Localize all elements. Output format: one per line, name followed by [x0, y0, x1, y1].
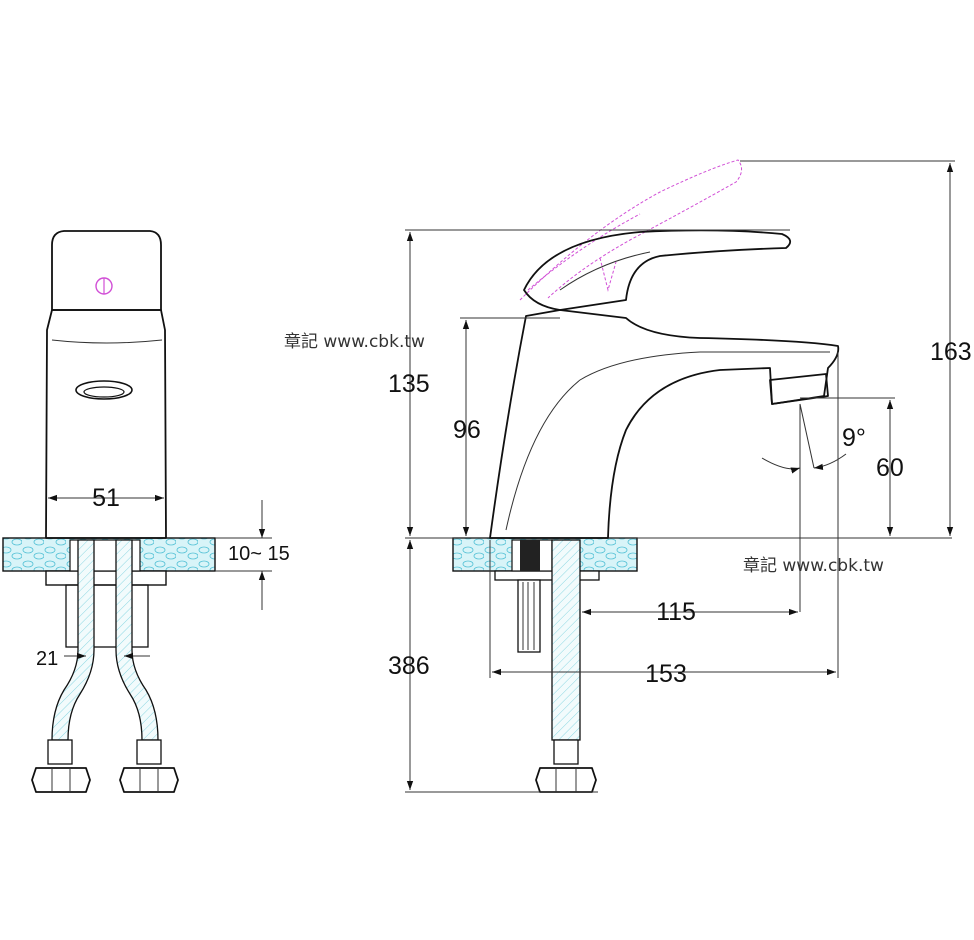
lever-alt-position: [519, 159, 742, 301]
dim-spout-reach: 115: [656, 598, 696, 626]
dim-tilt-angle: 9°: [842, 424, 866, 452]
watermark-bottom: 章記 www.cbk.tw: [743, 556, 884, 576]
hose-nut-side: [535, 767, 597, 793]
watermark-top: 章記 www.cbk.tw: [284, 332, 425, 352]
mounting-plate-side: [494, 570, 600, 581]
lever-handle: [523, 229, 792, 311]
dim-aerator-height: 60: [876, 454, 904, 482]
handle-cap-front: [51, 230, 162, 311]
faucet-body-side: [489, 309, 840, 539]
side-view: 135 96 163 60 9° 115 153 386: [388, 159, 972, 793]
front-view: 51 10~ 15 21: [2, 230, 290, 793]
dim-total-height: 163: [930, 338, 972, 366]
dim-total-reach: 153: [645, 660, 687, 688]
mounting-nut-front: [45, 570, 167, 586]
hose-nut-right: [119, 767, 179, 793]
aerator-side: [769, 373, 829, 405]
dim-base-width: 51: [92, 484, 120, 512]
hose-side: [551, 539, 581, 741]
hose-nut-left: [31, 767, 91, 793]
threaded-stud: [517, 579, 541, 653]
faucet-body-front: [45, 309, 167, 539]
dim-outlet-height: 96: [453, 416, 481, 444]
dim-counter-thickness: 10~ 15: [228, 543, 290, 565]
dim-spout-height: 135: [388, 370, 430, 398]
aerator-front: [75, 380, 133, 400]
dim-hose-spacing: 21: [36, 648, 58, 670]
dim-hose-length: 386: [388, 652, 430, 680]
